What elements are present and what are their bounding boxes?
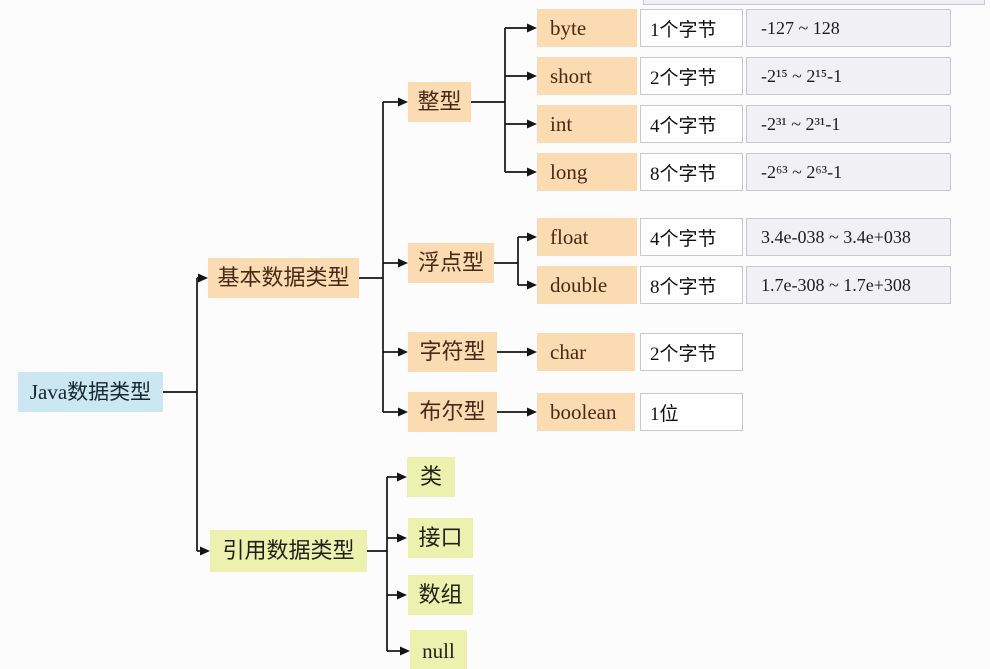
type-size-cell: 4个字节 (640, 105, 743, 143)
type-name-cell: byte (537, 9, 637, 47)
type-row-double: double 8个字节 1.7e-308 ~ 1.7e+308 (0, 266, 990, 304)
type-row-char: char 2个字节 (0, 333, 990, 371)
type-size-cell: 4个字节 (640, 218, 743, 256)
root-node-label: Java数据类型 (29, 379, 152, 404)
ref-node-interface: 接口 (408, 518, 473, 558)
branch-reference-types-label: 引用数据类型 (222, 538, 355, 563)
type-size-cell: 2个字节 (640, 333, 743, 371)
type-name-cell: short (537, 57, 637, 95)
type-size-cell: 8个字节 (640, 153, 743, 191)
type-range-cell: -2³¹ ~ 2³¹-1 (746, 105, 951, 143)
ref-node-class: 类 (407, 457, 455, 497)
type-range-cell: 3.4e-038 ~ 3.4e+038 (746, 218, 951, 256)
ref-node-null: null (410, 630, 467, 669)
type-row-boolean: boolean 1位 (0, 393, 990, 431)
type-range-cell: -2¹⁵ ~ 2¹⁵-1 (746, 57, 951, 95)
type-row-float: float 4个字节 3.4e-038 ~ 3.4e+038 (0, 218, 990, 256)
branch-basic-types-label: 基本数据类型 (217, 265, 350, 290)
group-integer: 整型 (408, 82, 471, 122)
branch-reference-types: 引用数据类型 (210, 530, 367, 572)
cropped-row-fragment (643, 0, 985, 5)
type-range-cell: 1.7e-308 ~ 1.7e+308 (746, 266, 951, 304)
group-boolean-label: 布尔型 (419, 399, 486, 424)
type-range-cell: -127 ~ 128 (746, 9, 951, 47)
ref-node-label: 接口 (418, 525, 463, 550)
group-boolean: 布尔型 (408, 392, 497, 432)
type-name-cell: boolean (537, 393, 635, 431)
type-name-cell: char (537, 333, 635, 371)
root-node-java-data-types: Java数据类型 (18, 372, 163, 412)
group-char: 字符型 (408, 332, 497, 372)
ref-node-label: 数组 (418, 582, 463, 607)
ref-node-array: 数组 (408, 575, 473, 615)
type-row-byte: byte 1个字节 -127 ~ 128 (0, 9, 990, 47)
type-row-long: long 8个字节 -2⁶³ ~ 2⁶³-1 (0, 153, 990, 191)
type-name-cell: long (537, 153, 637, 191)
branch-basic-types: 基本数据类型 (208, 258, 359, 298)
type-name-cell: int (537, 105, 637, 143)
group-char-label: 字符型 (419, 339, 486, 364)
type-range-cell: -2⁶³ ~ 2⁶³-1 (746, 153, 951, 191)
type-row-int: int 4个字节 -2³¹ ~ 2³¹-1 (0, 105, 990, 143)
type-size-cell: 8个字节 (640, 266, 743, 304)
type-name-cell: float (537, 218, 637, 256)
group-integer-label: 整型 (417, 89, 462, 114)
type-size-cell: 1位 (640, 393, 743, 431)
group-float: 浮点型 (408, 243, 494, 283)
type-name-cell: double (537, 266, 637, 304)
group-float-label: 浮点型 (417, 250, 484, 275)
type-row-short: short 2个字节 -2¹⁵ ~ 2¹⁵-1 (0, 57, 990, 95)
type-size-cell: 2个字节 (640, 57, 743, 95)
ref-node-label: null (422, 638, 455, 663)
ref-node-label: 类 (419, 464, 442, 489)
type-size-cell: 1个字节 (640, 9, 743, 47)
